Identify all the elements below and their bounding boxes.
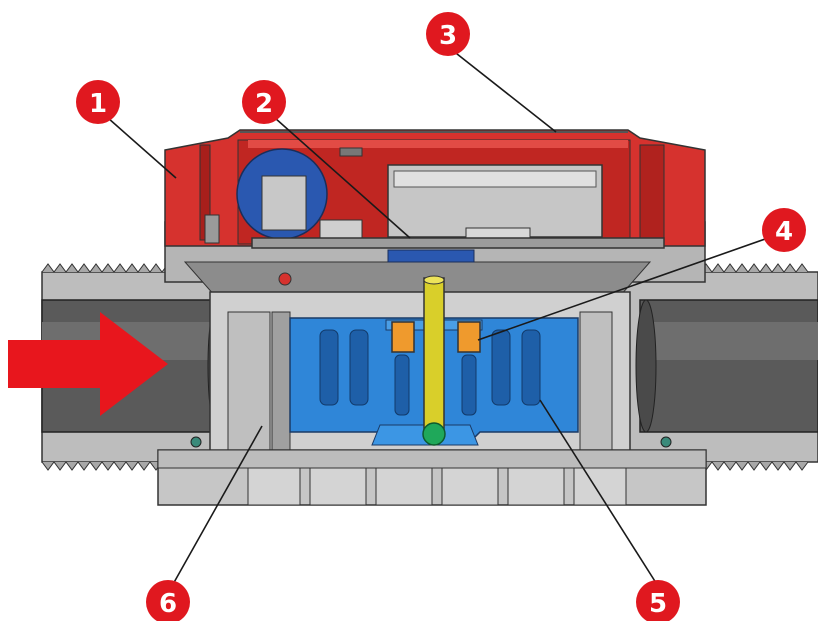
- callout-4-label: 4: [775, 217, 793, 247]
- leader-line-3: [451, 49, 557, 133]
- o-ring-bottom-right: [660, 436, 672, 448]
- leader-line-4: [477, 237, 769, 341]
- flow-channel-left: [227, 311, 271, 453]
- callout-5-label: 5: [649, 589, 667, 619]
- callout-5: 5: [636, 580, 680, 621]
- callout-1-label: 1: [89, 89, 107, 119]
- rotor-shaft: [423, 277, 445, 431]
- sensor-chip: [387, 249, 475, 263]
- leader-line-2: [274, 117, 411, 239]
- flow-direction-arrow: [8, 312, 168, 416]
- callout-3-label: 3: [439, 21, 457, 51]
- bottom-cap: [157, 449, 707, 506]
- leader-line-5: [539, 399, 659, 587]
- circuit-board: [251, 237, 665, 249]
- callout-2: 2: [242, 80, 286, 124]
- callout-4: 4: [762, 208, 806, 252]
- right-pipe-connector: [599, 263, 818, 471]
- callout-6-label: 6: [159, 589, 177, 619]
- o-ring-bottom-left: [190, 436, 202, 448]
- callout-6: 6: [146, 580, 190, 621]
- callout-3: 3: [426, 12, 470, 56]
- bearing-ball: [422, 422, 446, 446]
- right-pipe-bore: [639, 299, 818, 433]
- seal-red-dot: [278, 272, 292, 286]
- magnet-right: [457, 321, 481, 353]
- callout-2-label: 2: [255, 89, 273, 119]
- callout-1: 1: [76, 80, 120, 124]
- magnet-left: [391, 321, 415, 353]
- flow-channel-right: [579, 311, 613, 453]
- leader-line-6: [171, 425, 263, 587]
- leader-line-1: [107, 117, 177, 179]
